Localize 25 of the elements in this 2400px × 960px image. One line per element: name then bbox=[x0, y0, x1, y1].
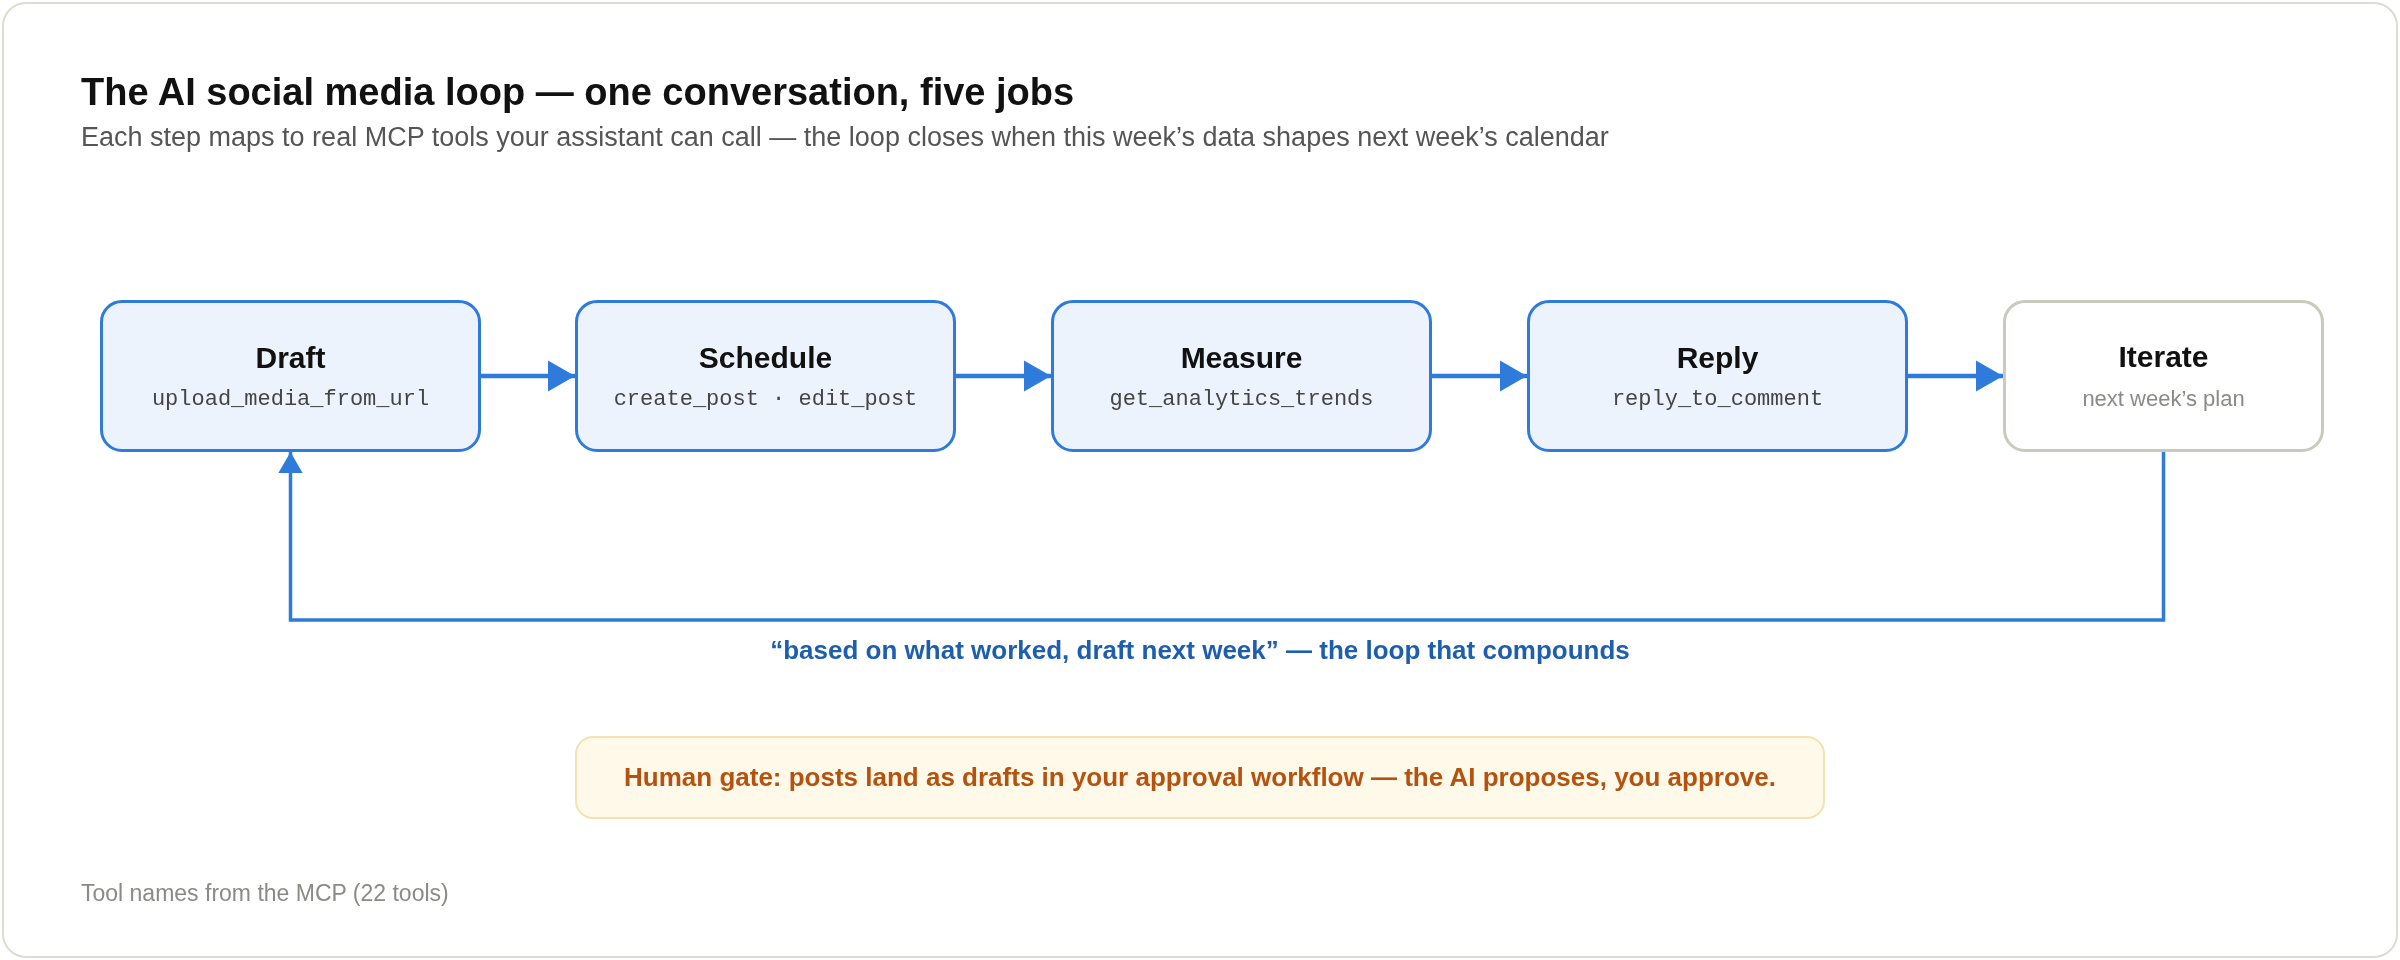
subtitle: Each step maps to real MCP tools your assistant can call — the loop closes when this week’s data shapes next week’s calendar bbox=[81, 122, 1609, 153]
node-title: Reply bbox=[1676, 340, 1759, 375]
note-text: Human gate: posts land as drafts in your approval workflow — the AI proposes, you approve. bbox=[624, 762, 1776, 793]
node-title: Iterate bbox=[2118, 340, 2209, 374]
node-title: Measure bbox=[1180, 340, 1303, 375]
arrow bbox=[1432, 360, 1527, 392]
tool-name: get_analytics_trends bbox=[1109, 386, 1374, 412]
tool-name: reply_to_comment bbox=[1611, 386, 1824, 412]
loop-arrow bbox=[278, 452, 2166, 622]
tool-name: upload_media_from_url bbox=[151, 386, 430, 412]
node-title: Draft bbox=[255, 340, 326, 375]
process-box bbox=[1527, 300, 1908, 452]
process-box bbox=[100, 300, 481, 452]
footnote: Tool names from the MCP (22 tools) bbox=[81, 880, 449, 907]
arrow bbox=[956, 360, 1051, 392]
arrow bbox=[481, 360, 575, 392]
node-title: Schedule bbox=[698, 340, 833, 375]
node-subtitle: next week’s plan bbox=[2082, 386, 2245, 412]
process-box bbox=[1051, 300, 1432, 452]
tool-name: create_post · edit_post bbox=[613, 386, 918, 412]
process-box bbox=[2003, 300, 2324, 452]
process-box bbox=[575, 300, 956, 452]
note-box bbox=[575, 736, 1825, 819]
arrow bbox=[1908, 360, 2003, 392]
title: The AI social media loop — one conversation, five jobs bbox=[81, 71, 1075, 114]
